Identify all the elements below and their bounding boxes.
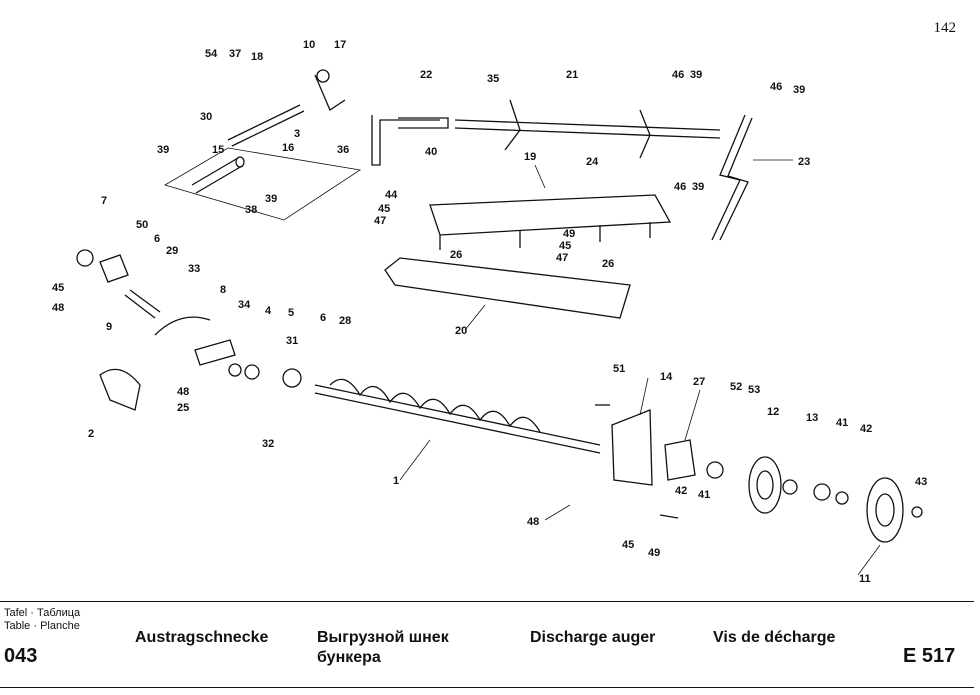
part-number-label: 21 — [566, 69, 578, 81]
part-number-label: 32 — [262, 438, 274, 450]
part-number-label: 26 — [602, 258, 614, 270]
footer-bottom-rule — [0, 687, 974, 688]
part-number-label: 39 — [690, 69, 702, 81]
part-number-label: 7 — [101, 195, 107, 207]
tafel-label-line1: Tafel · Таблица — [4, 607, 81, 619]
part-number-label: 45 — [622, 539, 634, 551]
part-number-label: 51 — [613, 363, 625, 375]
part-number-label: 14 — [660, 371, 673, 383]
title-german: Austragschnecke — [135, 629, 269, 646]
part-number-label: 20 — [455, 325, 467, 337]
part-number-label: 12 — [767, 406, 779, 418]
title-russian-line1: Выгрузной шнек — [317, 629, 449, 646]
part-number-label: 13 — [806, 412, 818, 424]
title-english: Discharge auger — [530, 629, 656, 646]
part-number-label: 35 — [487, 73, 499, 85]
document-code: E 517 — [903, 645, 956, 667]
part-number-label: 34 — [238, 299, 251, 311]
part-number-label: 29 — [166, 245, 178, 257]
part-number-label: 40 — [425, 146, 437, 158]
part-number-label: 5 — [288, 307, 294, 319]
part-number-label: 16 — [282, 142, 294, 154]
part-number-label: 50 — [136, 219, 148, 231]
part-number-label: 46 — [674, 181, 686, 193]
part-number-label: 41 — [836, 417, 848, 429]
part-number-label: 3 — [294, 128, 300, 140]
part-number-label: 45 — [378, 203, 390, 215]
part-number-label: 48 — [527, 516, 539, 528]
part-number-label: 2 — [88, 428, 94, 440]
part-number-label: 44 — [385, 189, 398, 201]
page-number: 142 — [933, 20, 957, 36]
part-number-label: 31 — [286, 335, 298, 347]
part-number-label: 37 — [229, 48, 241, 60]
part-number-label: 38 — [245, 204, 257, 216]
part-number-label: 27 — [693, 376, 705, 388]
part-number-label: 24 — [586, 156, 599, 168]
part-number-label: 10 — [303, 39, 315, 51]
part-number-label: 25 — [177, 402, 189, 414]
part-number-label: 4 — [265, 305, 272, 317]
part-number-label: 23 — [798, 156, 810, 168]
title-french: Vis de décharge — [713, 629, 836, 646]
part-number-label: 33 — [188, 263, 200, 275]
plate-footer: Tafel · Таблица Table · Planche 043 Aust… — [0, 601, 980, 695]
part-number-label: 1 — [393, 475, 399, 487]
part-number-label: 49 — [563, 228, 575, 240]
part-number-label: 39 — [265, 193, 277, 205]
part-number-label: 52 — [730, 381, 742, 393]
part-number-label: 46 — [770, 81, 782, 93]
part-number-label: 41 — [698, 489, 710, 501]
part-number-label: 18 — [251, 51, 263, 63]
part-number-label: 39 — [793, 84, 805, 96]
part-number-label: 15 — [212, 144, 224, 156]
title-russian-line2: бункера — [317, 649, 381, 666]
part-number-label: 42 — [675, 485, 687, 497]
part-number-label: 19 — [524, 151, 536, 163]
part-number-label: 45 — [52, 282, 64, 294]
part-number-label: 53 — [748, 384, 760, 396]
footer-top-rule — [0, 601, 974, 602]
part-number-label: 47 — [556, 252, 568, 264]
part-number-label: 8 — [220, 284, 226, 296]
plate-number: 043 — [4, 645, 38, 667]
part-number-label: 6 — [320, 312, 326, 324]
part-number-label: 39 — [692, 181, 704, 193]
tafel-label-line2: Table · Planche — [4, 620, 80, 632]
part-number-label: 36 — [337, 144, 349, 156]
part-number-label: 6 — [154, 233, 160, 245]
part-number-label: 39 — [157, 144, 169, 156]
part-number-label: 26 — [450, 249, 462, 261]
part-number-label: 48 — [52, 302, 64, 314]
part-number-label: 42 — [860, 423, 872, 435]
part-number-label: 30 — [200, 111, 212, 123]
part-number-label: 54 — [205, 48, 218, 60]
part-number-label: 17 — [334, 39, 346, 51]
part-number-label: 11 — [859, 573, 871, 585]
part-number-label: 45 — [559, 240, 571, 252]
part-number-label: 22 — [420, 69, 432, 81]
part-number-label: 48 — [177, 386, 189, 398]
part-number-label: 46 — [672, 69, 684, 81]
part-number-label: 49 — [648, 547, 660, 559]
part-number-label: 28 — [339, 315, 351, 327]
part-number-label: 43 — [915, 476, 927, 488]
part-number-label: 9 — [106, 321, 112, 333]
part-number-label: 47 — [374, 215, 386, 227]
